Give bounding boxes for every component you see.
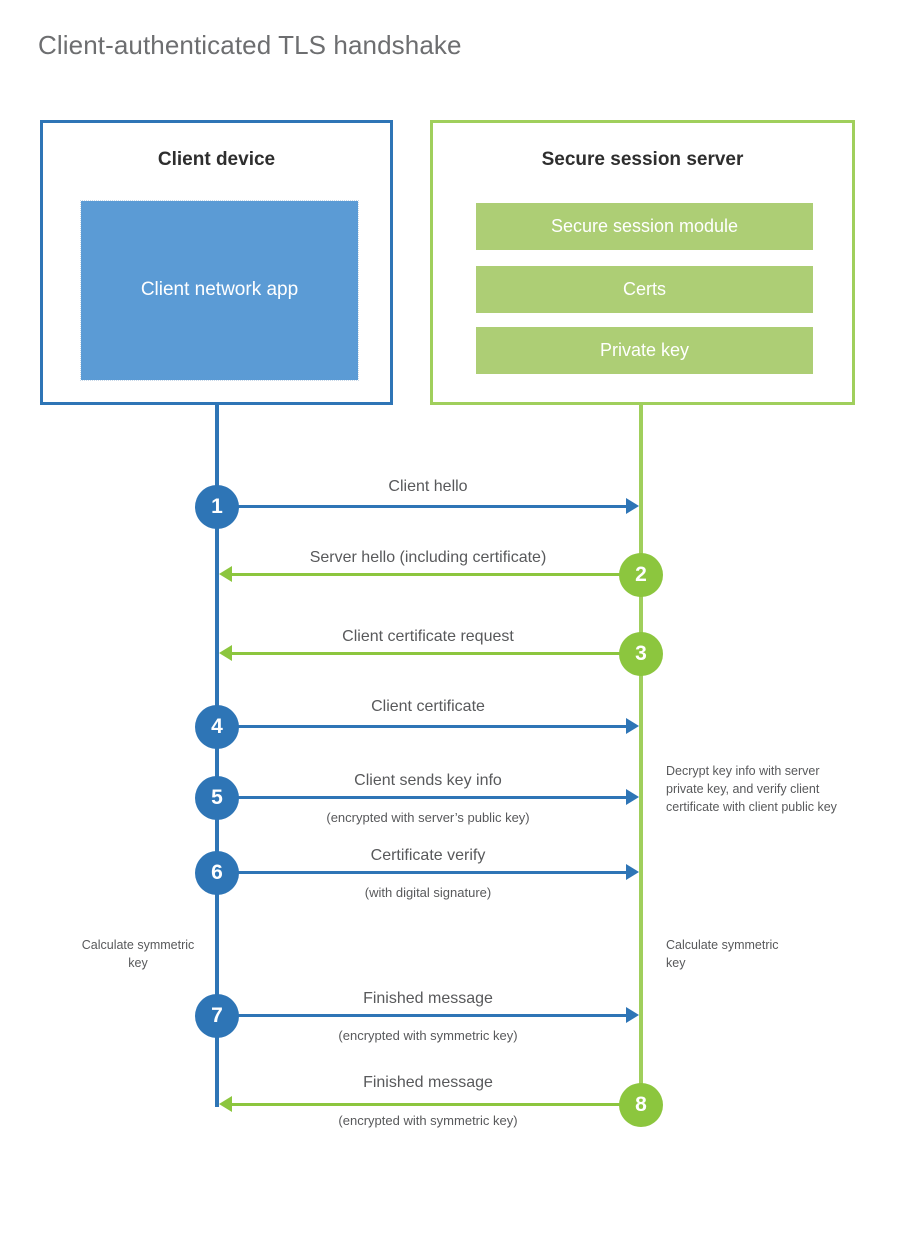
step-3-label: Client certificate request bbox=[342, 628, 514, 645]
step-1-label: Client hello bbox=[388, 478, 468, 495]
step-5-label: Client sends key info bbox=[354, 772, 502, 789]
step-5-arrow-head-icon bbox=[626, 789, 639, 805]
step-8-arrow-line bbox=[232, 1103, 641, 1106]
page-title: Client-authenticated TLS handshake bbox=[38, 30, 462, 60]
client-lifeline bbox=[215, 403, 219, 1107]
step-8-sublabel: (encrypted with symmetric key) bbox=[338, 1113, 518, 1128]
step-3-arrow-line bbox=[232, 652, 641, 655]
step-5-arrow-line bbox=[217, 796, 626, 799]
step-6-label: Certificate verify bbox=[370, 847, 486, 864]
client-calculate-symmetric-key-note: Calculate symmetric key bbox=[81, 938, 195, 971]
step-3-circle: 3 bbox=[619, 632, 663, 676]
step-2-circle: 2 bbox=[619, 553, 663, 597]
client-network-app-box: Client network app bbox=[80, 200, 359, 381]
client-device-panel: Client device Client network app bbox=[40, 120, 393, 405]
server-calculate-symmetric-key-note: Calculate symmetric key bbox=[666, 938, 779, 971]
step-6-arrow-line bbox=[217, 871, 626, 874]
step-5-circle: 5 bbox=[195, 776, 239, 820]
step-7-label: Finished message bbox=[363, 990, 493, 1007]
step-4-arrow-head-icon bbox=[626, 718, 639, 734]
server-item-private-key: Private key bbox=[476, 327, 813, 374]
step-8-circle: 8 bbox=[619, 1083, 663, 1127]
step-5-sublabel: (encrypted with server’s public key) bbox=[326, 810, 530, 825]
secure-session-server-panel: Secure session server Secure session mod… bbox=[430, 120, 855, 405]
server-lifeline bbox=[639, 403, 643, 1107]
step-6-circle: 6 bbox=[195, 851, 239, 895]
step-7-sublabel: (encrypted with symmetric key) bbox=[338, 1028, 518, 1043]
server-decrypt-note: Decrypt key info with server private key… bbox=[666, 764, 837, 815]
step-7-arrow-head-icon bbox=[626, 1007, 639, 1023]
secure-session-server-title: Secure session server bbox=[541, 149, 744, 170]
step-7-arrow-line bbox=[217, 1014, 626, 1017]
step-2-label: Server hello (including certificate) bbox=[309, 549, 547, 566]
step-1-arrow-line bbox=[217, 505, 626, 508]
step-3-arrow-head-icon bbox=[219, 645, 232, 661]
client-device-title: Client device bbox=[157, 149, 276, 170]
step-4-label: Client certificate bbox=[371, 698, 485, 715]
step-4-arrow-line bbox=[217, 725, 626, 728]
step-6-arrow-head-icon bbox=[626, 864, 639, 880]
step-2-arrow-line bbox=[232, 573, 641, 576]
step-6-sublabel: (with digital signature) bbox=[364, 885, 492, 900]
step-1-circle: 1 bbox=[195, 485, 239, 529]
step-2-arrow-head-icon bbox=[219, 566, 232, 582]
step-7-circle: 7 bbox=[195, 994, 239, 1038]
server-item-secure-session-module: Secure session module bbox=[476, 203, 813, 250]
step-4-circle: 4 bbox=[195, 705, 239, 749]
step-8-arrow-head-icon bbox=[219, 1096, 232, 1112]
step-1-arrow-head-icon bbox=[626, 498, 639, 514]
server-item-certs: Certs bbox=[476, 266, 813, 313]
step-8-label: Finished message bbox=[363, 1074, 493, 1091]
